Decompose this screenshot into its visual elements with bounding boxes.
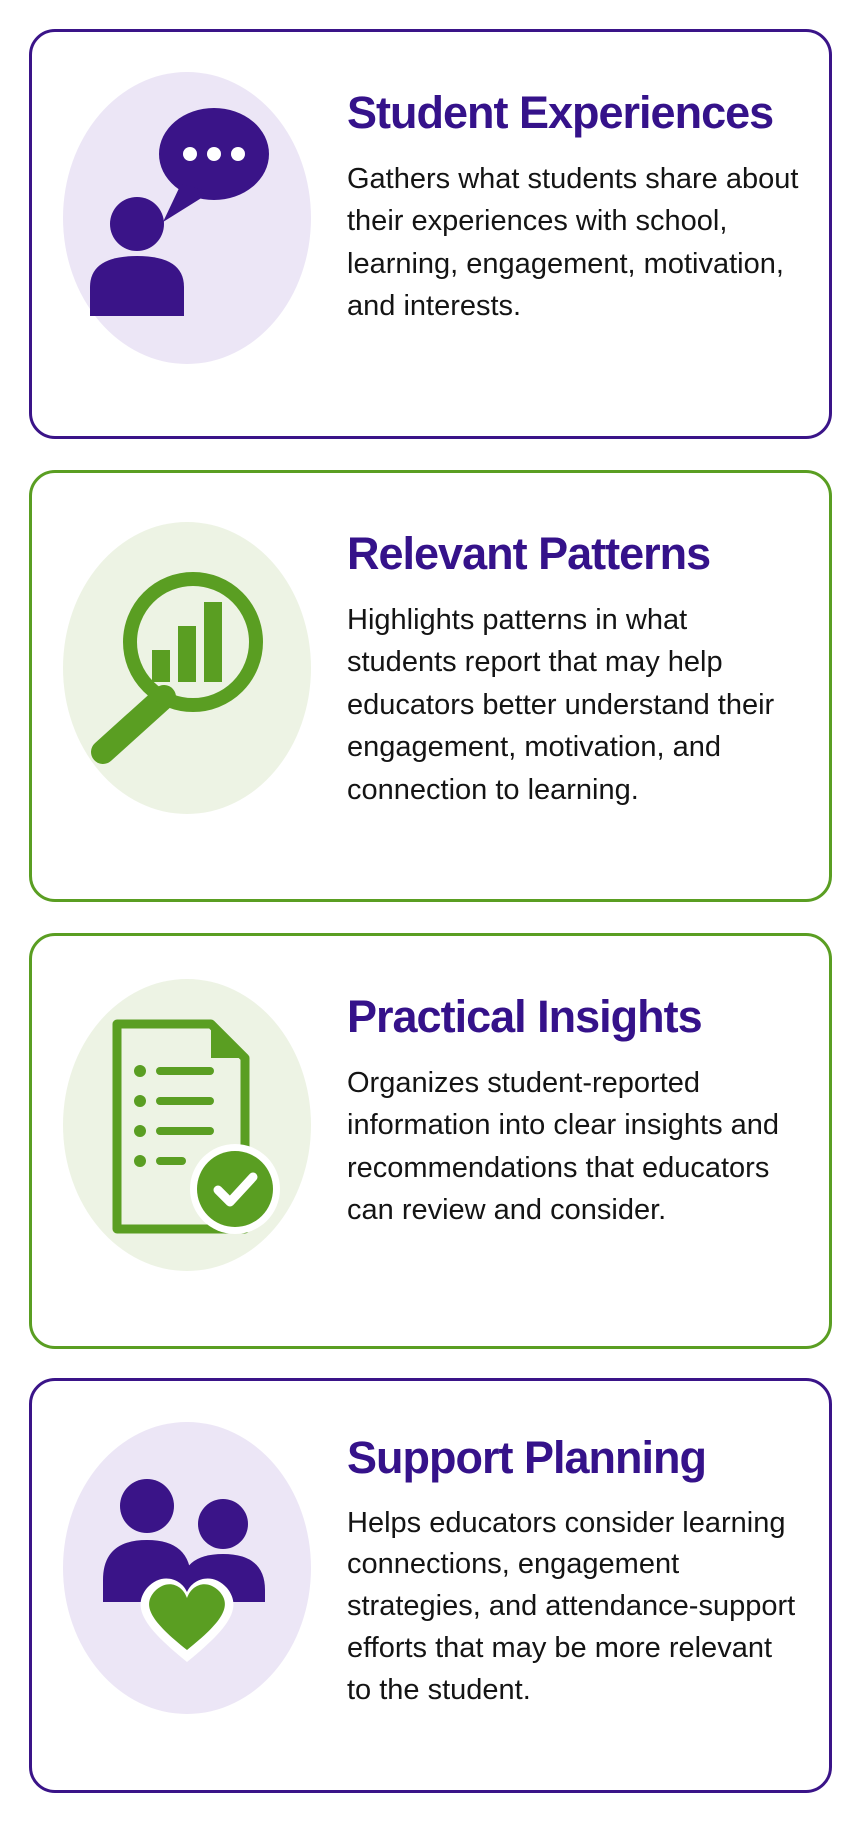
card-title: Support Planning bbox=[347, 1432, 707, 1483]
support-planning-card: Support Planning Helps educators conside… bbox=[29, 1378, 832, 1793]
magnifier-chart-icon bbox=[63, 522, 311, 814]
practical-insights-card: Practical Insights Organizes student-rep… bbox=[29, 933, 832, 1349]
card-title: Practical Insights bbox=[347, 991, 703, 1042]
people-heart-icon bbox=[63, 1422, 311, 1714]
card-description: Helps educators consider learning connec… bbox=[347, 1506, 796, 1706]
student-chat-icon bbox=[63, 72, 311, 364]
relevant-patterns-card: Relevant Patterns Highlights patterns in… bbox=[29, 470, 832, 902]
card-title: Student Experiences bbox=[347, 87, 774, 138]
card-title: Relevant Patterns bbox=[347, 528, 711, 579]
student-experiences-card: Student Experiences Gathers what student… bbox=[29, 29, 832, 439]
card-description: Gathers what students share about their … bbox=[347, 162, 799, 323]
document-checklist-icon bbox=[63, 979, 311, 1271]
card-description: Highlights patterns in what students rep… bbox=[347, 603, 775, 807]
card-description: Organizes student-reported information i… bbox=[347, 1066, 780, 1227]
